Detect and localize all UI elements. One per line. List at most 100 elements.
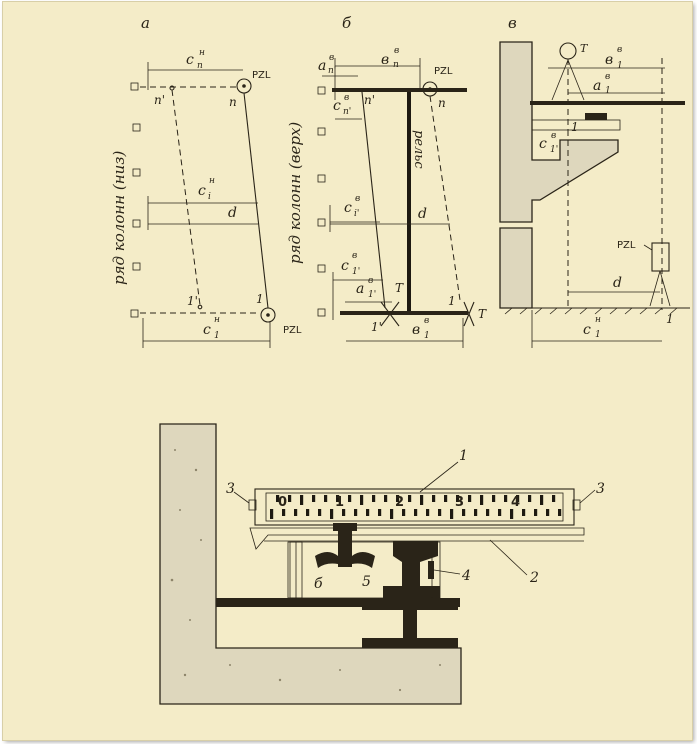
svg-text:1: 1 (617, 61, 623, 71)
svg-text:n: n (197, 61, 203, 71)
rail-head (383, 541, 440, 598)
scale-tick (330, 509, 334, 519)
scale-tick (288, 495, 292, 502)
scale-tick (426, 509, 430, 516)
svg-text:н: н (209, 176, 215, 186)
svg-text:a: a (593, 78, 601, 94)
target-icon (559, 42, 577, 60)
svg-text:в: в (368, 276, 373, 286)
svg-text:в: в (355, 194, 360, 204)
scale-tick (390, 509, 394, 519)
svg-text:a: a (318, 58, 326, 74)
svg-text:i': i' (354, 209, 359, 219)
instrument-station-icon (260, 307, 276, 323)
paper-sheet (3, 2, 692, 740)
panel-a-row-caption: ряд колонн (низ) (110, 151, 128, 285)
svg-text:PZL: PZL (434, 66, 453, 77)
scale-digit: 4 (511, 495, 520, 510)
callout-2: 2 (529, 570, 539, 586)
end-cap (248, 499, 257, 511)
svg-text:1: 1 (256, 292, 264, 306)
support-frame (287, 541, 441, 599)
rail-flange (362, 598, 458, 610)
scale-tick (486, 509, 490, 516)
svg-text:n': n' (364, 93, 375, 107)
wing-nut-icon (315, 552, 338, 568)
callout-5: 5 (362, 574, 371, 590)
scale-tick (504, 495, 508, 502)
scale-tick (270, 509, 274, 519)
panel-v: в T в в 1 a в 1 c в 1' (499, 14, 690, 348)
panel-b-letter: б (342, 14, 352, 32)
svg-text:c: c (583, 322, 591, 338)
column-marker (130, 82, 139, 91)
column-marker (132, 123, 141, 132)
svg-text:1: 1 (595, 330, 601, 340)
svg-text:в: в (381, 52, 389, 68)
scale-tick (372, 495, 376, 502)
crane-beam (340, 311, 468, 315)
scale-tick (552, 495, 556, 502)
column-lower (499, 227, 533, 309)
scale-tick (432, 495, 436, 502)
station-label: PZL (252, 70, 271, 81)
callout-3-left: 3 (226, 481, 235, 497)
scale-digit: 1 (335, 495, 344, 510)
scale-tick (534, 509, 538, 516)
svg-text:в: в (344, 93, 349, 103)
column-marker (317, 308, 326, 317)
scale-tick (492, 495, 496, 502)
end-cap (572, 499, 581, 511)
sight-line (429, 95, 461, 301)
scale-bar (254, 488, 575, 526)
scale-tick (402, 509, 406, 516)
svg-text:1': 1' (550, 145, 558, 155)
scale-digit: 3 (455, 495, 464, 510)
scale-tick (558, 509, 562, 516)
scale-digit: 0 (278, 495, 287, 510)
svg-text:c: c (341, 258, 349, 274)
svg-text:i: i (208, 192, 211, 202)
svg-text:н: н (595, 315, 601, 325)
offset-line (361, 91, 386, 309)
scale-digits: 0 1 2 3 4 (278, 495, 520, 510)
svg-text:1: 1 (571, 120, 579, 134)
svg-text:T: T (478, 307, 487, 321)
base-plate (249, 527, 585, 550)
scale-tick (510, 509, 514, 519)
axis-line (243, 92, 269, 309)
svg-text:c: c (333, 98, 341, 114)
scale-tick (384, 495, 388, 502)
svg-text:n': n' (328, 66, 336, 76)
callout-1: 1 (459, 448, 468, 464)
svg-text:c: c (344, 200, 352, 216)
svg-text:T: T (580, 42, 589, 55)
scale-tick (354, 509, 358, 516)
panel-b-row-caption: ряд колонн (верх) (286, 122, 304, 264)
scale-tick (306, 509, 310, 516)
svg-text:1': 1' (352, 267, 360, 277)
scale-tick (408, 495, 412, 502)
svg-text:н: н (214, 315, 220, 325)
station-icon (651, 242, 670, 272)
svg-text:в: в (605, 72, 610, 82)
column-upper (499, 41, 619, 223)
svg-text:c: c (198, 183, 206, 199)
column-marker (132, 262, 141, 271)
scale-tick (396, 495, 400, 502)
crane-beam (530, 101, 685, 105)
scale-tick (276, 495, 280, 502)
scale-tick (300, 495, 304, 505)
scale-tick (342, 509, 346, 516)
scale-tick (378, 509, 382, 516)
column-marker (317, 264, 326, 273)
scale-tick (480, 495, 484, 505)
callout-3-right: 3 (596, 481, 605, 497)
svg-text:n': n' (343, 107, 351, 117)
panel-v-letter: в (508, 14, 517, 32)
scale-tick (540, 495, 544, 505)
column-marker (317, 218, 326, 227)
column-marker (317, 86, 326, 95)
scale-tick (414, 509, 418, 516)
scale-tick (528, 495, 532, 502)
